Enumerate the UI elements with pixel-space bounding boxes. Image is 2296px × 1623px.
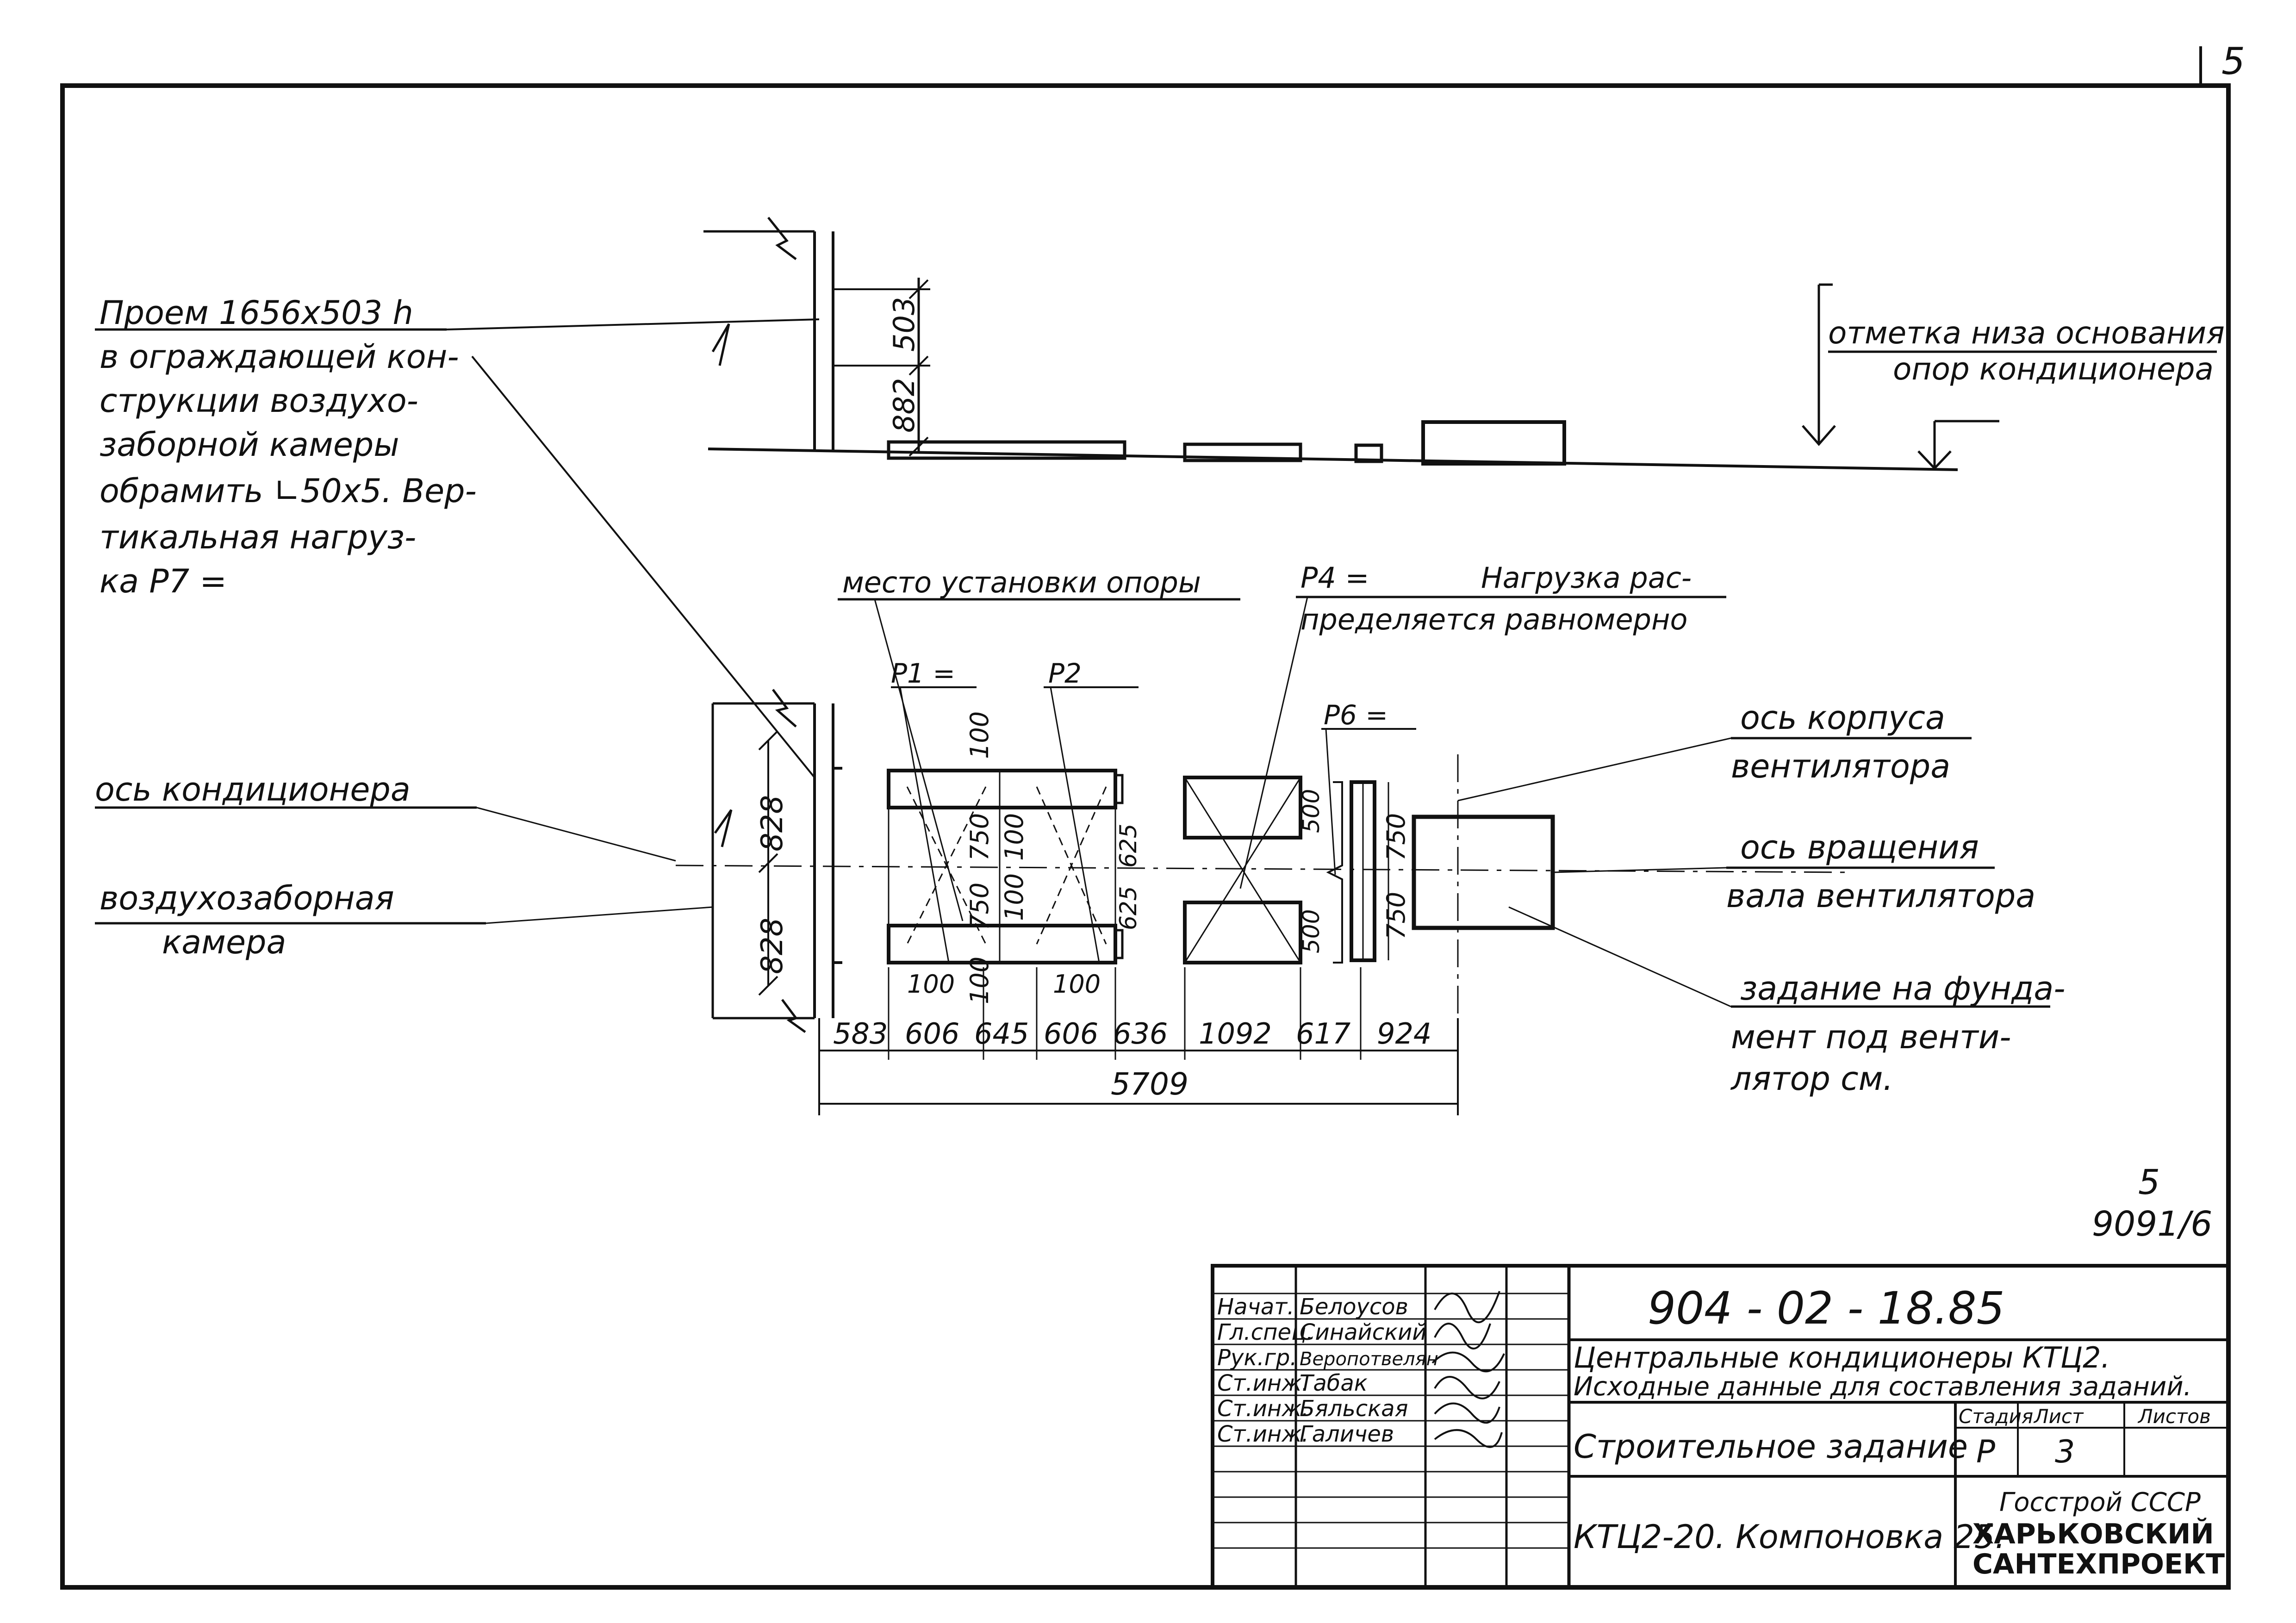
dim-100-a: 100 <box>965 711 994 759</box>
plan-view: 828 828 100 750 100 750 100 100 100 100 … <box>675 689 1852 1115</box>
sheet-frame <box>60 83 2231 1590</box>
opening-note: Проем 1656x503 h в ограждающей кон- стру… <box>95 294 820 778</box>
base-level-line1: отметка низа основания <box>1828 315 2225 351</box>
fan-body-line2: вентилятора <box>1731 747 1950 785</box>
chain-617: 617 <box>1296 1017 1350 1051</box>
sheet-ref-code: 9091/6 <box>2092 1204 2212 1244</box>
role-5: Ст.инж. <box>1217 1396 1309 1422</box>
dim-625-b: 625 <box>1115 886 1142 930</box>
chain-total: 5709 <box>1111 1066 1188 1102</box>
name-6: Галичев <box>1300 1421 1394 1447</box>
chain-1092: 1092 <box>1199 1017 1272 1051</box>
conditioner-axis-label: ось кондиционера <box>95 771 411 808</box>
opening-line7: ка P7 = <box>100 562 227 600</box>
plan-dim-828-top: 828 <box>755 795 790 852</box>
dim-100-b: 100 <box>1000 813 1029 861</box>
dim-500-a: 500 <box>1298 789 1325 833</box>
dim-625-a: 625 <box>1115 824 1142 868</box>
title-block: Начат. Гл.спец. Рук.гр. Ст.инж. Ст.инж. … <box>1211 1264 2230 1589</box>
dim-750-a: 750 <box>965 813 994 861</box>
opening-line1: Проем 1656x503 h <box>100 294 413 332</box>
foundation-line3: лятор см. <box>1730 1060 1893 1098</box>
fan-body-line1: ось корпуса <box>1740 699 1945 737</box>
p2-label: P2 <box>1048 658 1082 689</box>
name-3: Веропотвелян <box>1300 1349 1438 1370</box>
elev-dim-503: 503 <box>887 297 921 352</box>
org-line1: Госстрой СССР <box>1999 1487 2201 1517</box>
base-level-note: отметка низа основания опор кондиционера <box>1828 315 2225 387</box>
sheet-number: 3 <box>2055 1434 2075 1470</box>
section-title: Строительное задание <box>1574 1428 1968 1466</box>
layout-title: КТЦ2-20. Компоновка 25. <box>1574 1518 2005 1556</box>
foundation-line1: задание на фунда- <box>1740 970 2066 1007</box>
name-4: Табак <box>1300 1370 1368 1396</box>
p4-note-line1: Нагрузка рас- <box>1481 561 1692 595</box>
opening-line6: тикальная нагруз- <box>100 518 416 556</box>
chain-583: 583 <box>833 1017 888 1051</box>
dim-500-b: 500 <box>1298 909 1325 953</box>
fan-shaft-line2: вала вентилятора <box>1726 877 2035 915</box>
elevation-view: 503 882 <box>703 217 1999 471</box>
doc-code: 904 - 02 - 18.85 <box>1648 1282 2005 1334</box>
p6-label: P6 = <box>1324 699 1388 731</box>
base-level-line2: опор кондиционера <box>1893 351 2214 387</box>
signatures <box>1431 1291 1505 1448</box>
intake-line1: воздухозаборная <box>100 879 394 917</box>
dim-100-f: 100 <box>1053 970 1101 999</box>
title-line1: Центральные кондиционеры КТЦ2. <box>1574 1341 2110 1374</box>
support-place-label: место установки опоры <box>842 566 1201 599</box>
org-line3: САНТЕХПРОЕКТ <box>1972 1548 2225 1580</box>
role-6: Ст.инж. <box>1217 1421 1309 1447</box>
p1-label: P1 = <box>891 658 955 689</box>
plan-annotations: место установки опоры P4 = Нагрузка рас-… <box>95 561 2066 1098</box>
fan-shaft-line1: ось вращения <box>1740 828 1979 866</box>
p4-label: P4 = <box>1300 561 1369 595</box>
opening-line4: заборной камеры <box>100 426 399 464</box>
dim-100-c: 100 <box>1000 873 1029 921</box>
dim-100-d: 100 <box>965 957 994 1004</box>
opening-line2: в ограждающей кон- <box>100 338 459 376</box>
col-header-sheets: Листов <box>2137 1405 2211 1428</box>
chain-606-a: 606 <box>905 1017 959 1051</box>
elev-dim-882: 882 <box>887 378 921 433</box>
sheet-ref-number: 5 <box>2138 1163 2160 1202</box>
dim-750-c: 750 <box>1381 813 1411 861</box>
dim-750-d: 750 <box>1381 892 1411 939</box>
col-header-sheet: Лист <box>2033 1405 2084 1428</box>
intake-line2: камера <box>162 923 286 961</box>
foundation-line2: мент под венти- <box>1731 1018 2011 1056</box>
title-line2: Исходные данные для составления заданий. <box>1574 1372 2191 1402</box>
name-2: Синайский <box>1300 1319 1426 1345</box>
chain-636: 636 <box>1113 1017 1168 1051</box>
opening-line3: струкции воздухо- <box>100 382 418 420</box>
role-1: Начат. <box>1217 1294 1294 1320</box>
chain-645: 645 <box>974 1017 1029 1051</box>
name-5: Бяльская <box>1300 1396 1408 1422</box>
p4-note-line2: пределяется равномерно <box>1300 603 1687 636</box>
plan-dim-828-bottom: 828 <box>755 918 790 974</box>
chain-924: 924 <box>1377 1017 1431 1051</box>
role-3: Рук.гр. <box>1217 1345 1297 1371</box>
role-2: Гл.спец. <box>1217 1319 1313 1345</box>
col-header-stage: Стадия <box>1959 1405 2033 1428</box>
dim-100-e: 100 <box>907 970 955 999</box>
corner-number: 5 <box>2221 40 2245 83</box>
org-line2: ХАРЬКОВСКИЙ <box>1972 1517 2214 1550</box>
chain-606-b: 606 <box>1044 1017 1098 1051</box>
role-4: Ст.инж. <box>1217 1370 1309 1396</box>
dim-750-b: 750 <box>965 883 994 930</box>
stage-value: Р <box>1976 1434 1995 1470</box>
opening-line5: обрамить ∟50x5. Вер- <box>100 472 477 510</box>
name-1: Белоусов <box>1300 1294 1408 1320</box>
